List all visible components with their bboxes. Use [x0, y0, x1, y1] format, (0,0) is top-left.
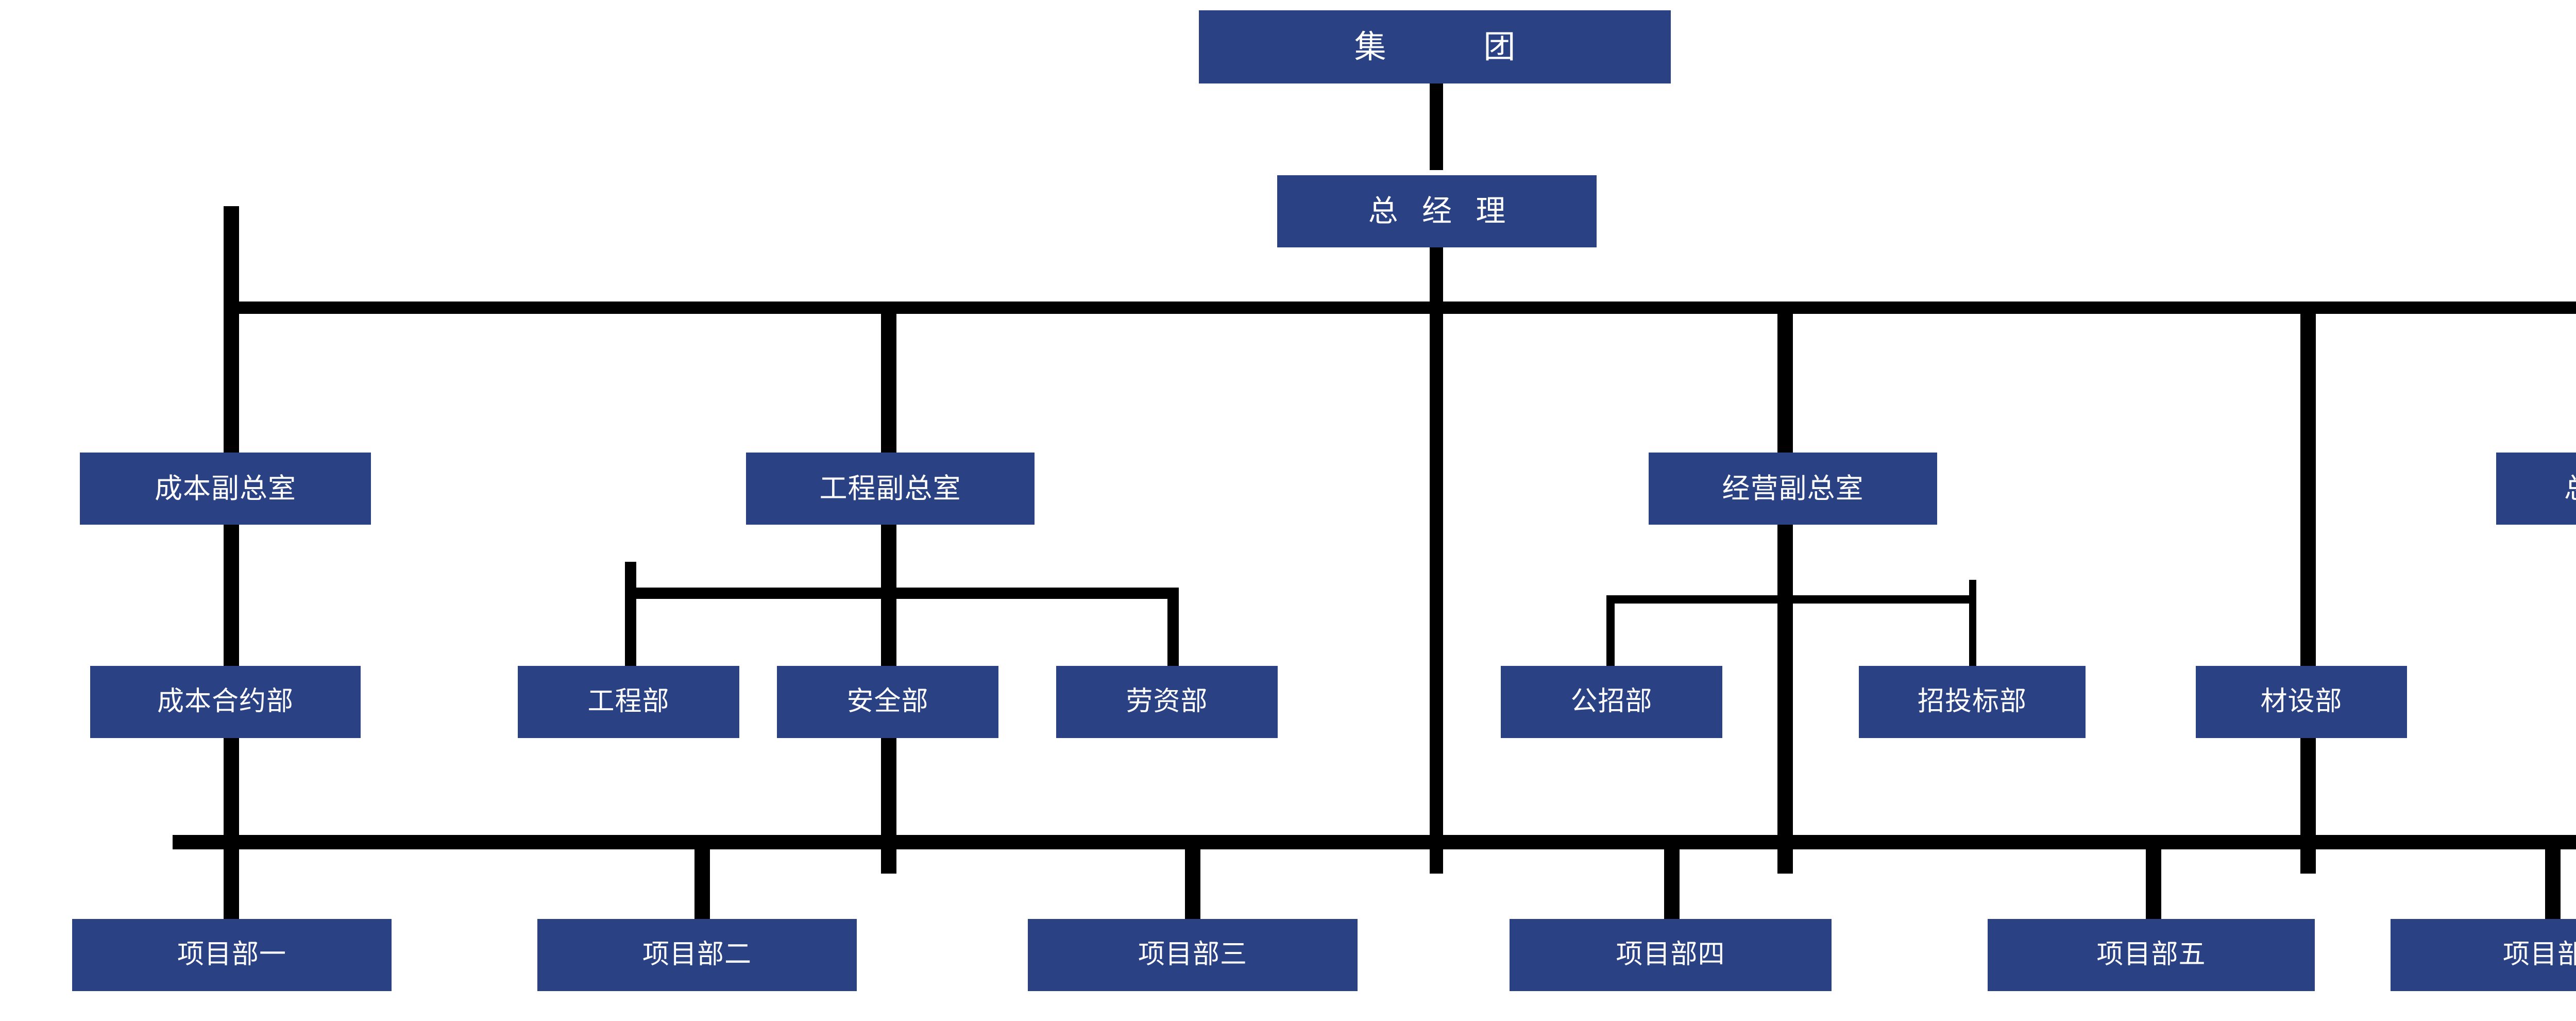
- connector-project-1-drop: [224, 835, 239, 933]
- connector-engineering-dept-drop: [625, 562, 636, 696]
- connector-gm-to-bus: [1430, 247, 1443, 874]
- node-operations-deputy-office[interactable]: 经营副总室: [1649, 453, 1937, 525]
- node-project-dept-5[interactable]: 项目部五: [1988, 919, 2315, 991]
- node-group[interactable]: 集 团: [1199, 10, 1671, 83]
- connector-operations-subbus: [1606, 595, 1976, 604]
- connector-project-n-drop: [2545, 835, 2561, 933]
- connector-material-vertical: [2300, 309, 2316, 874]
- node-labor-wage-dept[interactable]: 劳资部: [1056, 666, 1278, 738]
- connector-group-to-gm: [1430, 82, 1443, 170]
- node-project-dept-n[interactable]: 项目部N: [2391, 919, 2576, 991]
- connector-project-2-drop: [694, 835, 710, 933]
- node-material-equipment-dept[interactable]: 材设部: [2196, 666, 2407, 738]
- node-engineering-dept[interactable]: 工程部: [518, 666, 739, 738]
- connector-project-3-drop: [1185, 835, 1200, 933]
- node-chief-engineer-office[interactable]: 总 工 室: [2496, 453, 2576, 525]
- node-cost-contract-dept[interactable]: 成本合约部: [90, 666, 361, 738]
- connector-project-bus: [173, 835, 2576, 849]
- node-project-dept-1[interactable]: 项目部一: [72, 919, 392, 991]
- node-project-dept-2[interactable]: 项目部二: [537, 919, 857, 991]
- node-general-manager[interactable]: 总 经 理: [1277, 175, 1597, 247]
- connector-project-4-drop: [1664, 835, 1680, 933]
- node-engineering-deputy-office[interactable]: 工程副总室: [746, 453, 1035, 525]
- node-safety-dept[interactable]: 安全部: [777, 666, 998, 738]
- node-bidding-dept[interactable]: 招投标部: [1859, 666, 2086, 738]
- connector-project-5-drop: [2146, 835, 2161, 933]
- connector-engineering-subbus: [625, 588, 1179, 599]
- node-project-dept-3[interactable]: 项目部三: [1028, 919, 1358, 991]
- connector-level2-bus: [224, 302, 2576, 314]
- connector-operations-deputy-vertical: [1777, 309, 1793, 874]
- node-cost-deputy-office[interactable]: 成本副总室: [80, 453, 371, 525]
- connector-cost-deputy-vertical: [224, 206, 239, 874]
- node-project-dept-4[interactable]: 项目部四: [1510, 919, 1832, 991]
- node-public-recruitment-dept[interactable]: 公招部: [1501, 666, 1722, 738]
